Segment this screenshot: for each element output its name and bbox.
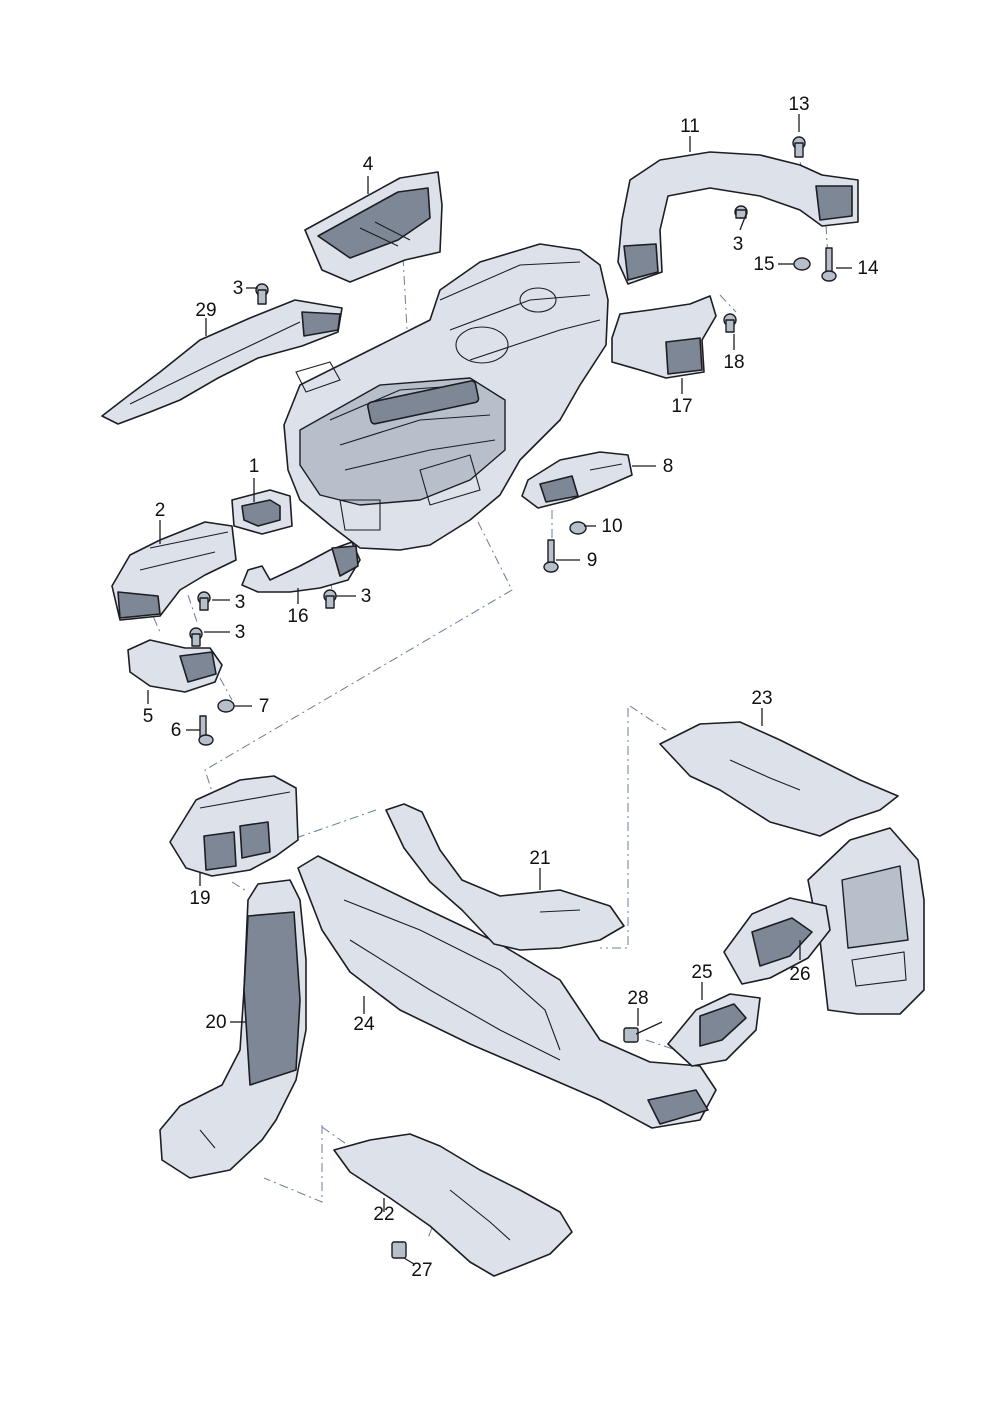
callout-15: 15: [753, 254, 774, 275]
callout-6: 6: [171, 720, 182, 741]
part-29-air-duct: [101, 299, 343, 425]
part-5-vent-housing: [127, 639, 223, 693]
callout-3-right: 3: [733, 234, 744, 255]
rear-vent-grille: [723, 897, 831, 985]
callout-8: 8: [663, 456, 674, 477]
callout-3-center: 3: [361, 586, 372, 607]
callout-labels: 1 2 3 3 3 3 3 4 5 6 7 8 9 10 11 13 14 15…: [143, 94, 879, 1281]
part-22-air-duct: [333, 1133, 573, 1277]
callout-18: 18: [723, 352, 744, 373]
heater-unit: [283, 243, 609, 551]
callout-13: 13: [788, 94, 809, 115]
callout-23: 23: [751, 688, 772, 709]
callout-16: 16: [287, 606, 308, 627]
part-8-vent-housing: [521, 451, 633, 509]
callout-20: 20: [205, 1012, 226, 1033]
callout-5: 5: [143, 706, 154, 727]
callout-27: 27: [411, 1260, 432, 1281]
callout-3-mid-left: 3: [235, 592, 246, 613]
callout-28: 28: [627, 988, 648, 1009]
callout-14: 14: [857, 258, 879, 279]
leader-lines: [147, 114, 852, 1265]
callout-2: 2: [155, 500, 166, 521]
part-20-air-duct: [159, 879, 307, 1179]
part-25-vent-housing: [667, 993, 761, 1067]
part-2-air-duct: [111, 521, 237, 621]
callout-24: 24: [353, 1014, 375, 1035]
callout-3-lower-left: 3: [235, 622, 246, 643]
callout-29: 29: [195, 300, 216, 321]
part-1-connector: [231, 489, 293, 535]
part-17-air-duct: [611, 295, 717, 379]
part-11-air-duct: [617, 151, 859, 285]
part-16-air-duct: [241, 541, 361, 593]
callout-11: 11: [680, 116, 700, 137]
callout-22: 22: [373, 1204, 394, 1225]
part-4-air-duct: [304, 171, 443, 283]
callout-4: 4: [363, 154, 374, 175]
callout-26: 26: [789, 964, 810, 985]
callout-10: 10: [601, 516, 622, 537]
callout-1: 1: [249, 456, 260, 477]
callout-17: 17: [671, 396, 692, 417]
part-26-trim-panel: [807, 827, 925, 1015]
callout-9: 9: [587, 550, 598, 571]
callout-21: 21: [529, 848, 550, 869]
callout-19: 19: [189, 888, 210, 909]
part-19-outlet-housing: [169, 775, 299, 877]
callout-7: 7: [259, 696, 270, 717]
part-23-air-duct: [659, 721, 899, 837]
part-24-air-duct: [297, 855, 717, 1129]
callout-3-upper-left: 3: [233, 278, 244, 299]
callout-25: 25: [691, 962, 712, 983]
part-21-air-duct: [385, 803, 625, 951]
